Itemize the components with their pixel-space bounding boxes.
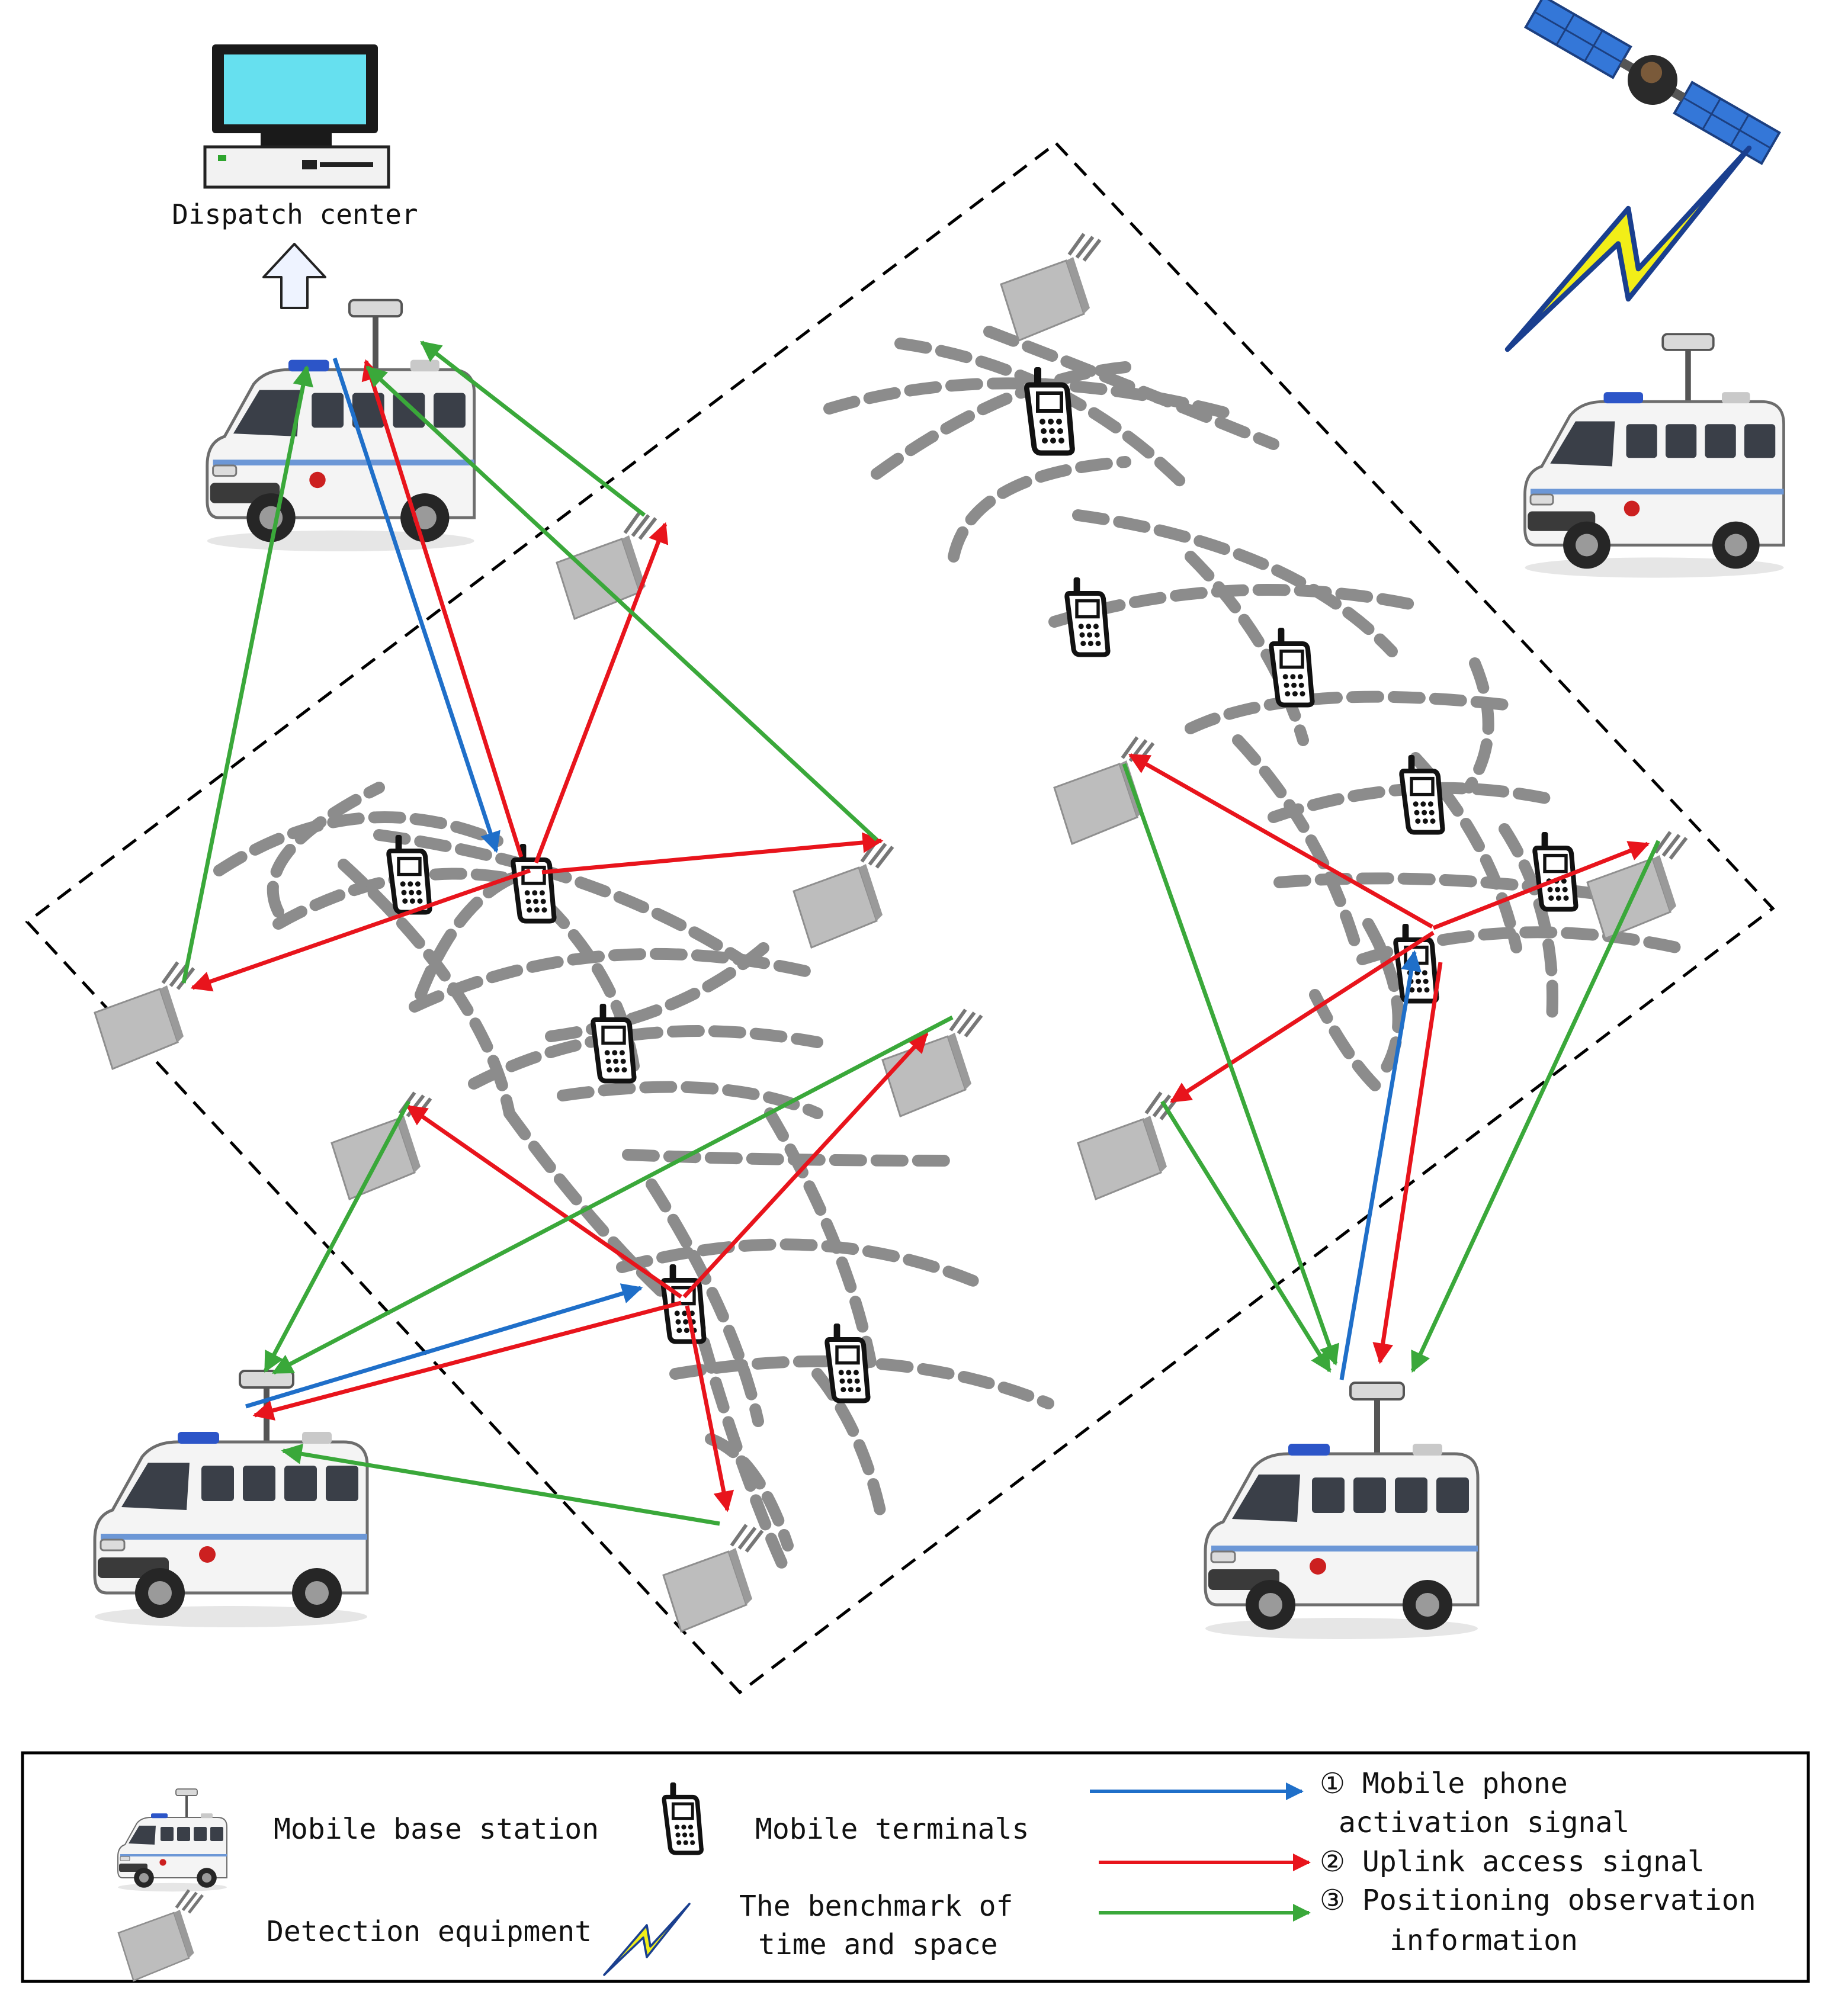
legend-benchmark-line1: The benchmark of xyxy=(739,1890,1013,1923)
signal-arrows-right xyxy=(1122,753,1661,1380)
terminal-icon xyxy=(1535,832,1576,910)
coverage-boundary xyxy=(25,141,1775,1695)
legend-signal3-line2: information xyxy=(1390,1924,1578,1957)
detector-icon xyxy=(1054,737,1153,844)
terminal-icon xyxy=(1067,577,1108,655)
base-station-top-left xyxy=(207,300,474,551)
terminal-icon xyxy=(1271,628,1312,705)
detector-icon xyxy=(1001,234,1100,341)
detector-icon xyxy=(557,512,656,619)
uplink-arrow-icon xyxy=(262,243,326,309)
dispatch-center-label: Dispatch center xyxy=(172,198,418,230)
legend-frame xyxy=(21,1751,1810,1983)
legend-detection-equipment-label: Detection equipment xyxy=(267,1915,592,1948)
lightning-icon xyxy=(1504,145,1752,352)
legend: Mobile base station Mobile terminals Det… xyxy=(21,1751,1810,1983)
legend-signal2-line1: ② Uplink access signal xyxy=(1320,1845,1705,1878)
legend-signal1-line2: activation signal xyxy=(1339,1806,1629,1839)
signal-arrows-bottom-left xyxy=(245,1015,954,1526)
detector-icon xyxy=(1078,1093,1177,1199)
legend-mobile-terminals-label: Mobile terminals xyxy=(755,1813,1029,1846)
legend-mobile-base-station-label: Mobile base station xyxy=(274,1813,599,1846)
detector-icon xyxy=(663,1525,762,1631)
base-station-bottom-left xyxy=(95,1371,367,1627)
legend-benchmark-line2: time and space xyxy=(758,1928,998,1961)
terminal-icon xyxy=(827,1324,868,1401)
signal-arrows-top-left xyxy=(181,341,884,992)
computer-icon xyxy=(203,44,390,189)
detector-icon xyxy=(332,1093,431,1199)
legend-signal1-line1: ① Mobile phone xyxy=(1320,1767,1568,1800)
legend-lightning-icon xyxy=(603,1903,691,1976)
base-station-top-right xyxy=(1525,334,1784,577)
base-station-bottom-right xyxy=(1205,1383,1478,1639)
legend-signal3-line1: ③ Positioning observation xyxy=(1320,1884,1756,1917)
detector-icon xyxy=(794,841,893,947)
detector-icon xyxy=(95,962,194,1069)
satellite-icon xyxy=(1524,0,1781,165)
